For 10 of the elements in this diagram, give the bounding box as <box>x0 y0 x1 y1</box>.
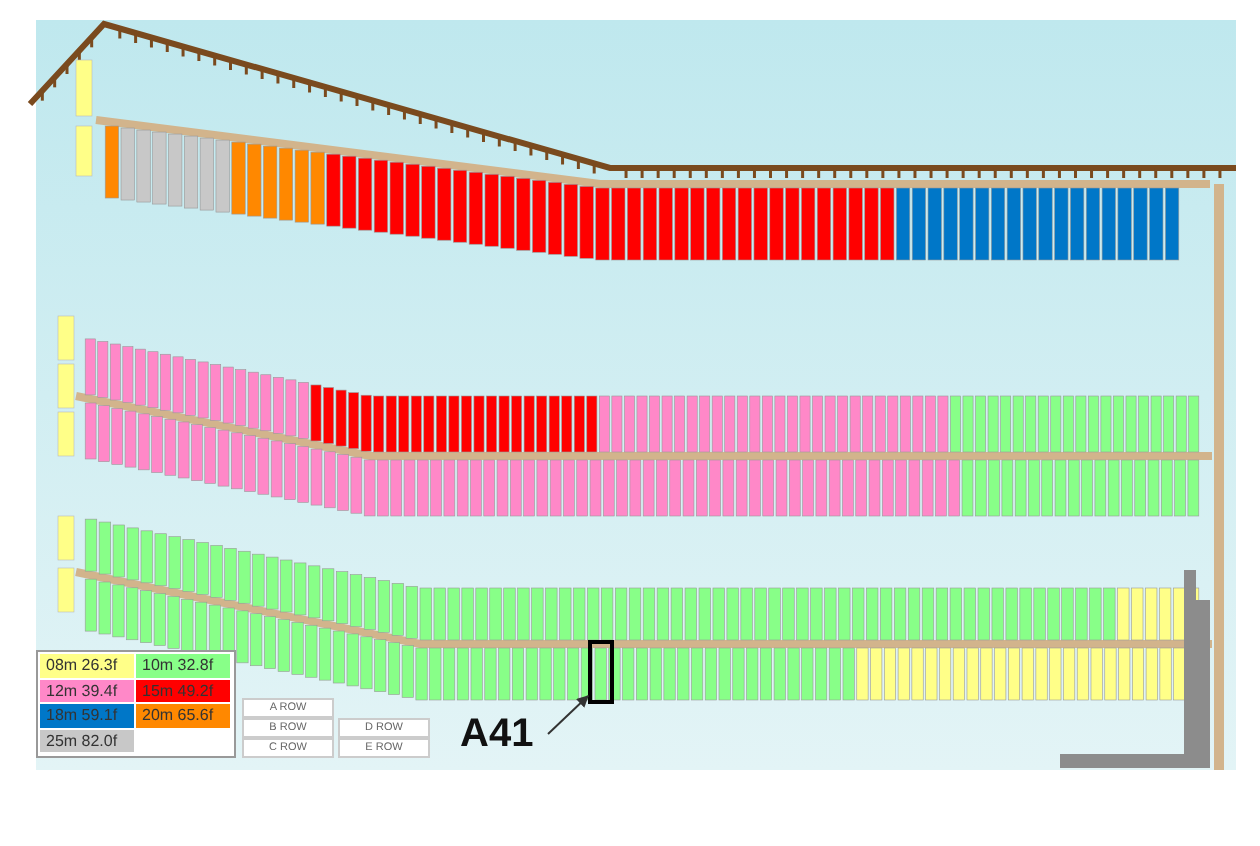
highlight-frame <box>588 640 614 704</box>
leader-arrow <box>547 695 589 735</box>
legend-text: 08m 26.3f <box>46 654 118 677</box>
legend-text: 18m 59.1f <box>46 704 118 727</box>
legend-text: 25m 82.0f <box>46 729 118 752</box>
legend-text: 10m 32.8f <box>142 654 214 677</box>
legend-text: 12m 39.4f <box>46 679 118 702</box>
legend-text: 15m 49.2f <box>142 679 214 702</box>
legend-text: 20m 65.6f <box>142 704 214 727</box>
callout-label: A41 <box>460 712 534 756</box>
